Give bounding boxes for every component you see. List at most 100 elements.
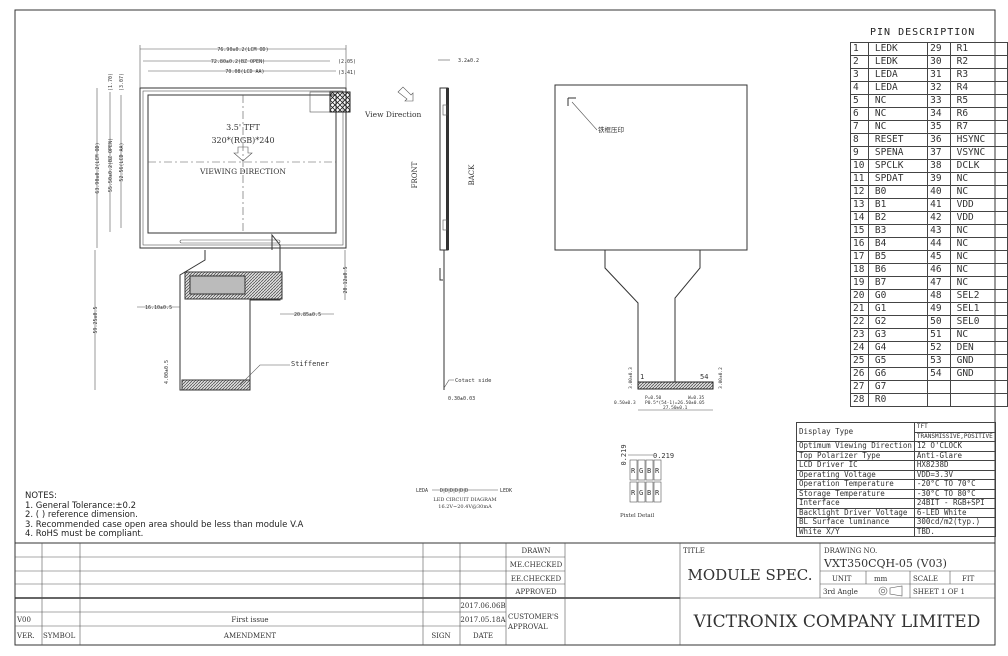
subpixel	[645, 481, 654, 503]
pin-number: 43	[927, 224, 951, 238]
svg-text:UNIT: UNIT	[832, 575, 852, 583]
spec-value: 24BIT - RGB+SPI	[913, 498, 996, 509]
active-area	[147, 94, 337, 234]
pin-name: G4	[867, 341, 929, 355]
pin-number	[927, 380, 951, 394]
note-item: 1. General Tolerance:±0.2	[25, 500, 137, 511]
pin-number: 32	[927, 81, 951, 95]
svg-text:3.00±0.2: 3.00±0.2	[718, 367, 724, 389]
pin-number: 30	[927, 55, 951, 69]
svg-text:1: 1	[640, 373, 644, 381]
spec-label: Operation Temperature	[796, 479, 915, 490]
svg-text:LEDK: LEDK	[500, 488, 512, 494]
viewing-arrow-icon	[233, 146, 253, 162]
pin-name: G6	[867, 367, 929, 381]
pin-name: R0	[867, 393, 929, 407]
pin-name: B4	[867, 237, 929, 251]
pin-number: 44	[927, 237, 951, 251]
pin-name: LEDK	[867, 55, 929, 69]
pin-name: LEDA	[867, 68, 929, 82]
pin-name: NC	[867, 120, 929, 134]
pin-name	[949, 393, 1008, 407]
spec-label: Backlight Driver Voltage	[796, 507, 915, 518]
pin-name: B3	[867, 224, 929, 238]
pin-name: B1	[867, 198, 929, 212]
pin-name: SPDAT	[867, 172, 929, 186]
pin-number: 22	[850, 315, 869, 329]
svg-text:DRAWN: DRAWN	[522, 547, 551, 555]
svg-text:(3.07): (3.07)	[119, 73, 125, 91]
svg-text:27.50±0.1: 27.50±0.1	[663, 405, 688, 411]
svg-text:APPROVAL: APPROVAL	[507, 623, 548, 631]
pin-number: 26	[850, 367, 869, 381]
svg-text:W=0.35: W=0.35	[688, 395, 705, 401]
pin-number: 3	[850, 68, 869, 82]
svg-text:TITLE: TITLE	[683, 547, 705, 555]
pin-name: NC	[949, 250, 1008, 264]
pin-name: B7	[867, 276, 929, 290]
subpixel	[653, 481, 662, 503]
spec-value: TFT	[913, 422, 996, 433]
svg-text:3.00±0.3: 3.00±0.3	[628, 367, 634, 389]
svg-text:SIGN: SIGN	[431, 632, 450, 640]
subpixel	[637, 459, 646, 481]
spec-label: Storage Temperature	[796, 488, 915, 499]
pin-name: VSYNC	[949, 146, 1008, 160]
pin-number: 35	[927, 120, 951, 134]
svg-text:52.56(LCD AA): 52.56(LCD AA)	[119, 142, 125, 181]
svg-text:FRONT: FRONT	[411, 161, 419, 188]
svg-text:20.12±0.5: 20.12±0.5	[343, 266, 349, 293]
drawing-number: VXT350CQH-05 (V03)	[823, 557, 947, 570]
subpixel	[637, 481, 646, 503]
pin-name: NC	[949, 172, 1008, 186]
subpixel-label: G	[639, 489, 643, 497]
svg-text:CUSTOMER'S: CUSTOMER'S	[508, 613, 559, 621]
svg-text:3.2±0.2: 3.2±0.2	[458, 58, 479, 64]
svg-text:LED CIRCUIT DIAGRAM: LED CIRCUIT DIAGRAM	[433, 497, 496, 503]
stiffener	[181, 379, 251, 391]
svg-text:70.08(LCD AA): 70.08(LCD AA)	[225, 69, 264, 75]
pin-name: NC	[949, 263, 1008, 277]
svg-text:EE.CHECKED: EE.CHECKED	[511, 575, 562, 583]
note-item: 2. ( ) reference dimension.	[25, 510, 138, 520]
pin-number: 28	[850, 393, 869, 407]
pin-number: 34	[927, 107, 951, 121]
pin-name: B5	[867, 250, 929, 264]
pin-name: SEL0	[949, 315, 1008, 329]
svg-text:First issue: First issue	[231, 616, 268, 624]
svg-text:DRAWING NO.: DRAWING NO.	[824, 547, 877, 555]
fpc-contacts	[637, 381, 714, 390]
pin-number: 38	[927, 159, 951, 173]
svg-text:LEDA: LEDA	[416, 488, 428, 494]
spec-value: -20°C TO 70°C	[913, 479, 996, 490]
pin-number: 42	[927, 211, 951, 225]
pin-number: 1	[850, 42, 869, 56]
hatched-corner	[329, 91, 351, 113]
pin-name: R7	[949, 120, 1008, 134]
pin-name: DEN	[949, 341, 1008, 355]
pin-number: 14	[850, 211, 869, 225]
pin-number: 40	[927, 185, 951, 199]
subpixel-label: B	[647, 467, 651, 475]
pin-number: 27	[850, 380, 869, 394]
pin-number: 37	[927, 146, 951, 160]
pin-name: R4	[949, 81, 1008, 95]
pin-name: LEDK	[867, 42, 929, 56]
spec-value: 12 O'CLOCK	[913, 441, 996, 452]
